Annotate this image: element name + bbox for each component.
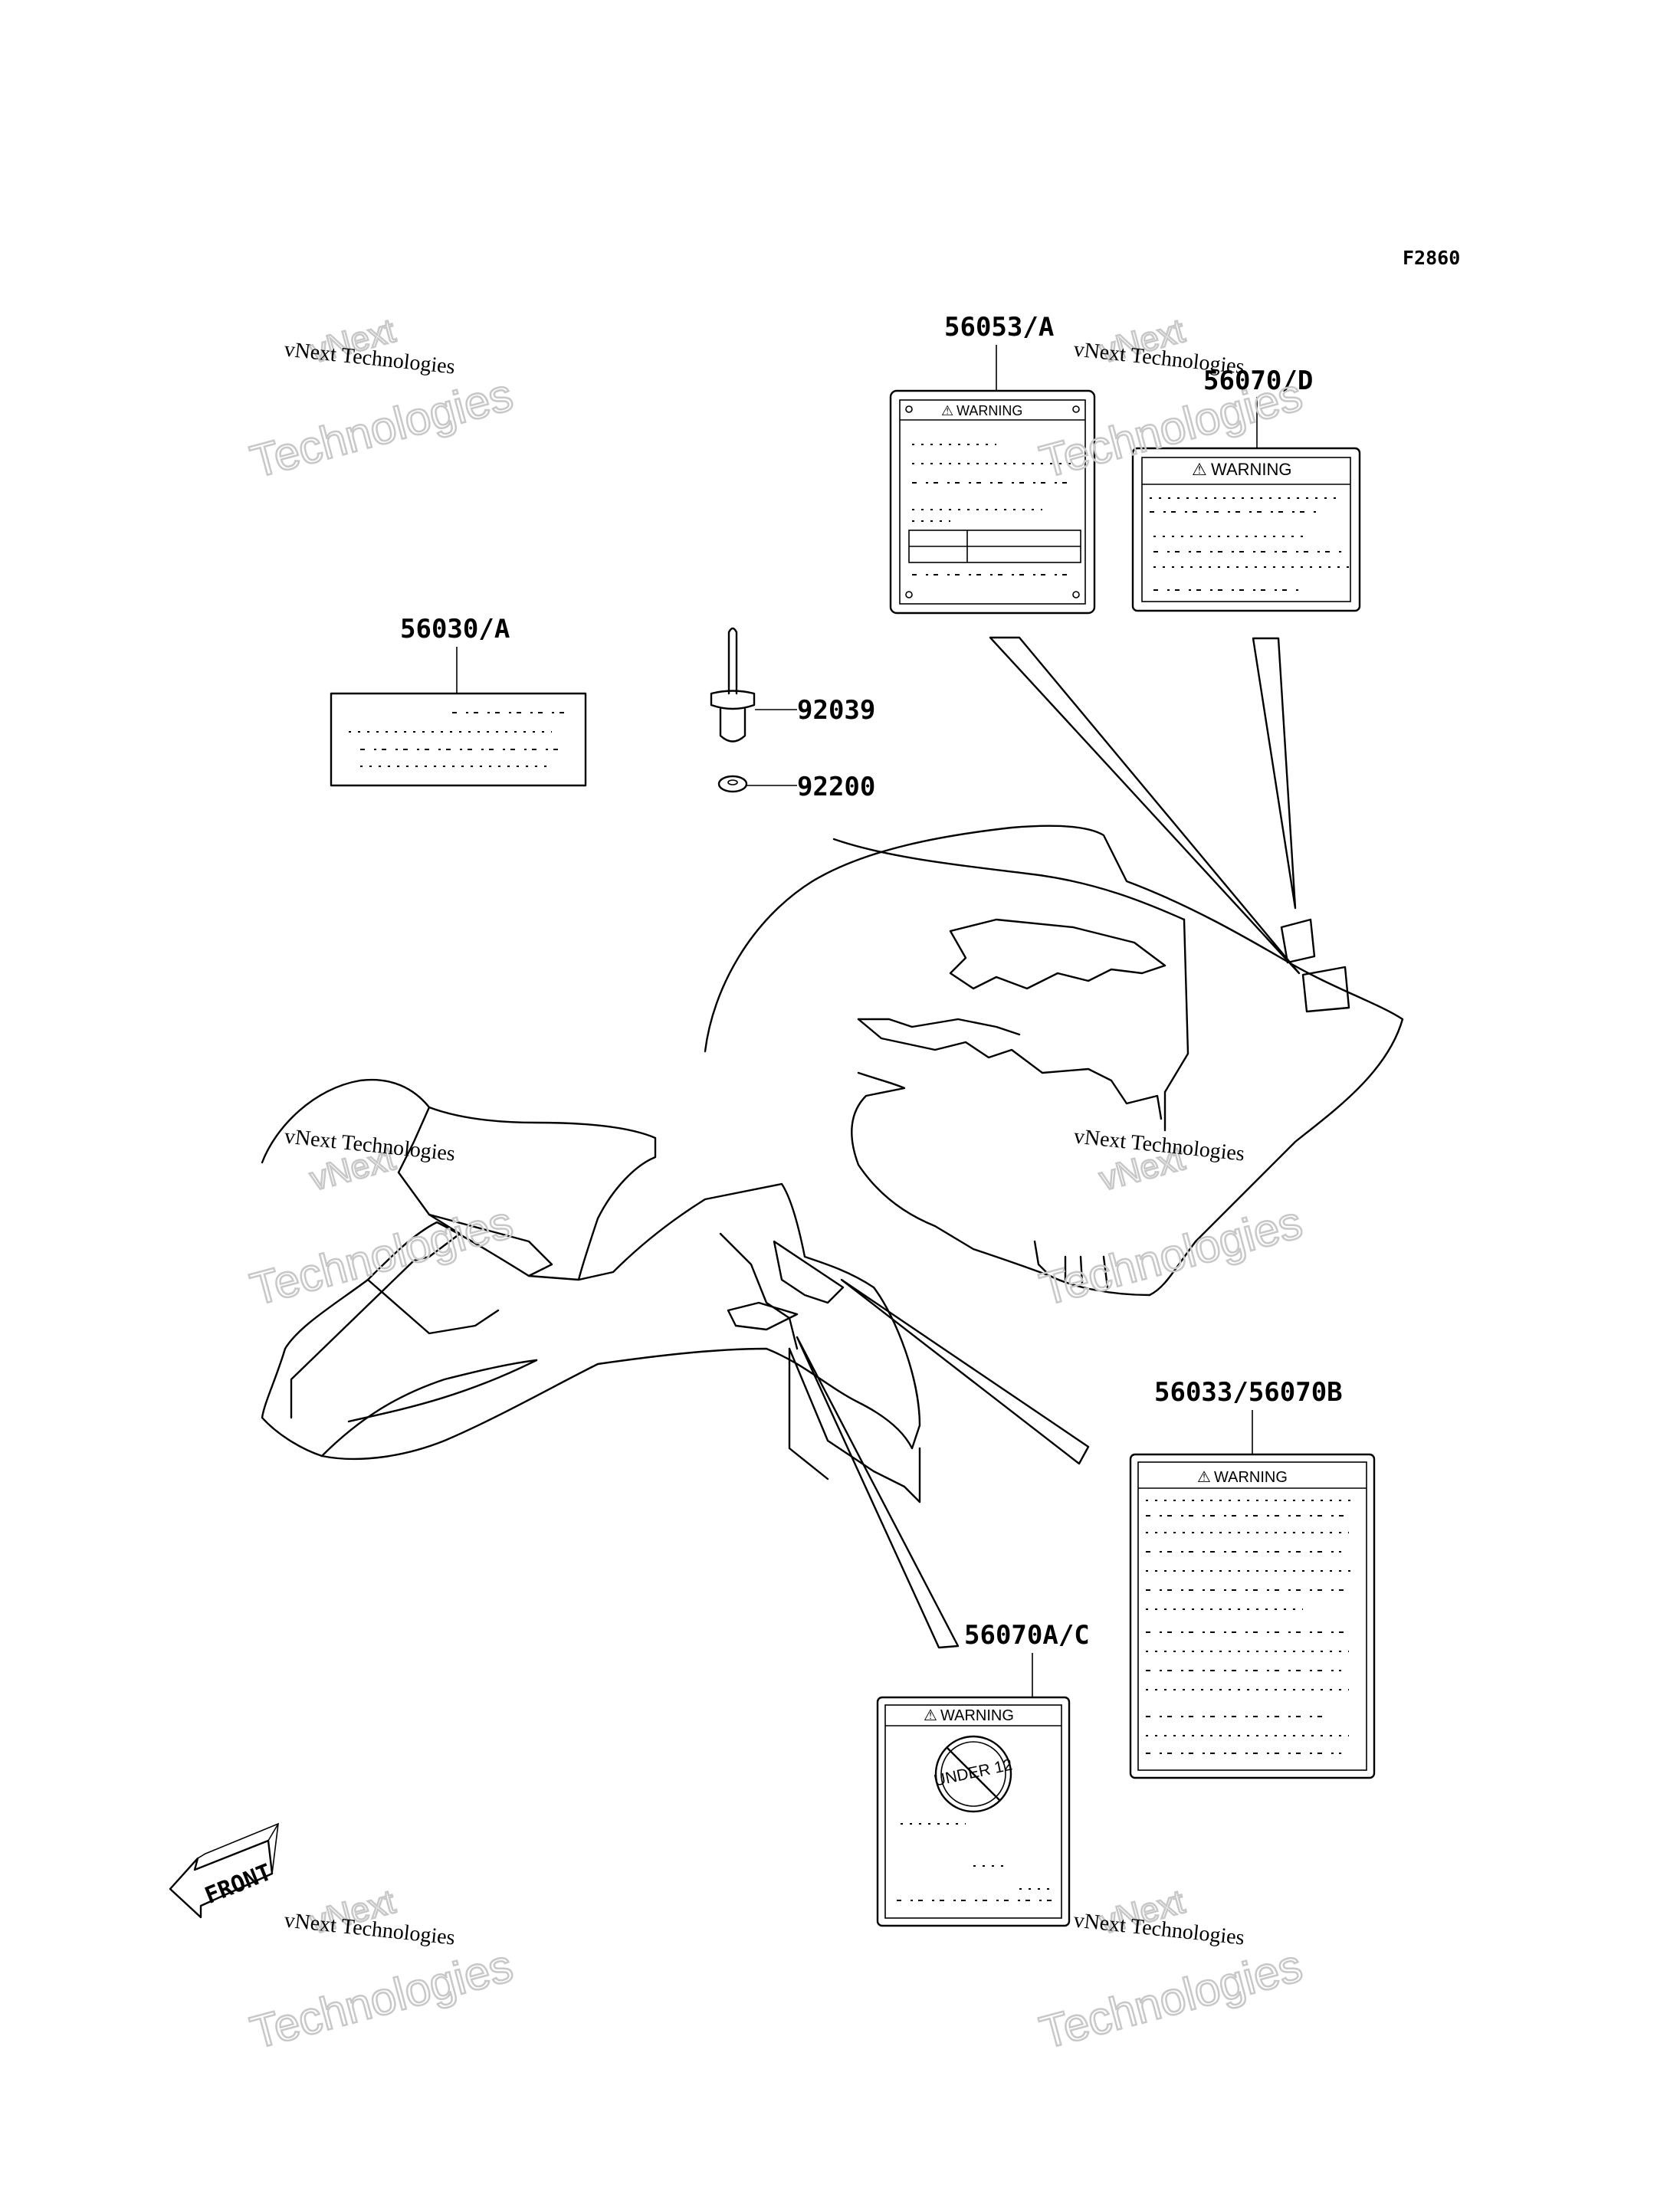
watermark-middle-left: vNext Technologies vNext Technologies [244,1124,519,1316]
warning-icon: ⚠ [941,403,953,418]
decal-56053a: ⚠ WARNING [889,389,1096,615]
decal-56033: ⚠ WARNING [1129,1453,1376,1779]
watermark-middle-right: vNext Technologies vNext Technologies [1034,1124,1308,1316]
part-number-92200: 92200 [797,772,875,802]
part-56070ac-group[interactable]: 56070A/C ⚠ WARNING UNDER 12 [876,1620,1090,1927]
no-under-12-text: UNDER 12 [932,1756,1013,1789]
part-56053a-group[interactable]: 56053/A ⚠ WARNING [889,312,1096,615]
svg-text:Technologies: Technologies [1035,1940,1308,2058]
svg-text:Technologies: Technologies [245,1940,518,2058]
part-number-56033: 56033/56070B [1154,1377,1343,1408]
part-56030a-group[interactable]: 56030/A [330,614,587,787]
watermark-bottom-left: vNext Technologies vNext Technologies [244,1882,519,2060]
warning-text-56033: WARNING [1214,1469,1288,1486]
washer-icon [717,775,748,793]
warning-icon: ⚠ [1192,460,1207,479]
part-56033-group[interactable]: 56033/56070B ⚠ WARNING [1129,1377,1376,1779]
part-56070d-group[interactable]: 56070/D ⚠ WARNING [1131,366,1361,612]
part-number-56030a: 56030/A [400,614,510,644]
front-arrow-text: FRONT [202,1859,276,1910]
warning-text-56053a: WARNING [956,403,1022,418]
warning-text-56070d: WARNING [1211,460,1292,479]
warning-icon: ⚠ [924,1707,937,1724]
no-under-12-icon: UNDER 12 [932,1735,1014,1813]
part-92200-group[interactable]: 92200 [717,772,875,802]
watermark-top-left: vNext Technologies vNext Technologies [244,311,519,489]
part-number-92039: 92039 [797,695,875,726]
atv-fender-body [261,825,1404,1503]
rivet-icon [710,627,756,743]
decal-56030a [330,692,587,787]
decal-56070ac: ⚠ WARNING UNDER 12 [876,1696,1071,1927]
front-direction-arrow: FRONT [169,1822,279,1919]
warning-text-56070ac: WARNING [940,1707,1014,1724]
decal-56070d: ⚠ WARNING [1131,447,1361,612]
svg-text:Technologies: Technologies [245,369,518,487]
part-number-56070ac: 56070A/C [964,1620,1090,1651]
part-number-56070d: 56070/D [1203,366,1313,396]
part-number-56053a: 56053/A [944,312,1054,343]
svg-text:Technologies: Technologies [245,1196,518,1315]
svg-text:Technologies: Technologies [1035,1196,1308,1315]
leader-wedges [796,636,1301,1649]
watermark-bottom-right: vNext Technologies vNext Technologies [1034,1882,1308,2060]
warning-icon: ⚠ [1197,1469,1211,1486]
figure-code: F2860 [1403,247,1460,269]
part-92039-group[interactable]: 92039 [710,627,875,743]
